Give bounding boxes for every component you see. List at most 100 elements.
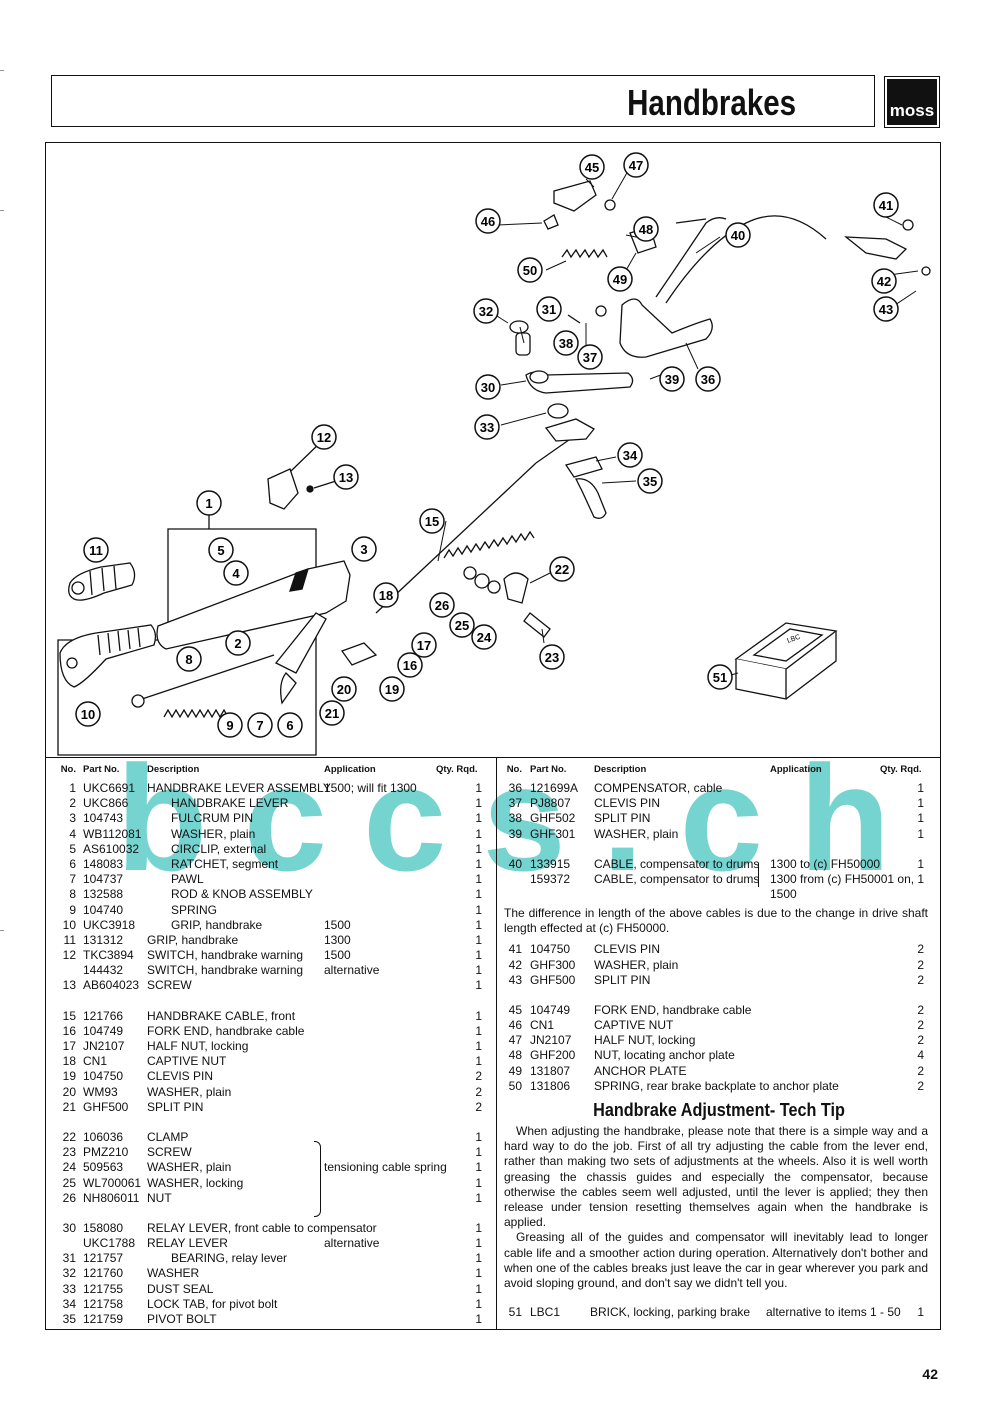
callout-24: 24	[471, 624, 497, 650]
page-number: 42	[922, 1366, 938, 1382]
callout-48: 48	[633, 216, 659, 242]
callout-label: 39	[665, 372, 679, 387]
cell-desc: RELAY LEVER	[147, 1236, 228, 1251]
cell-part: 104743	[83, 811, 124, 826]
cell-part: GHF502	[530, 811, 576, 826]
cell-no: 35	[62, 1312, 76, 1326]
cell-qty: 2	[917, 1063, 924, 1078]
cell-desc: DUST SEAL	[147, 1281, 214, 1296]
cell-desc: FORK END, handbrake cable	[594, 1002, 752, 1017]
screw-23	[523, 612, 551, 638]
cell-app: alternative	[324, 1236, 380, 1251]
cell-part: 131806	[530, 1078, 571, 1093]
cell-part: WM93	[83, 1084, 118, 1099]
header-no: No.	[60, 764, 76, 775]
cell-no: 9	[69, 902, 76, 917]
cell-part: 104740	[83, 902, 124, 917]
header-app: Application	[324, 764, 376, 775]
cell-no: 4	[69, 826, 76, 841]
callout-label: 46	[481, 214, 495, 229]
cell-no: 18	[62, 1054, 76, 1069]
cell-no: 7	[69, 872, 76, 887]
callout-49: 49	[607, 266, 633, 292]
cell-app: tensioning cable spring	[324, 1160, 447, 1175]
cell-no: 17	[62, 1039, 76, 1053]
cell-part: WB112081	[83, 826, 142, 841]
callout-label: 4	[232, 566, 240, 581]
cell-part: NH806011	[83, 1190, 140, 1205]
header-app: Application	[770, 764, 822, 775]
cell-no: 22	[62, 1129, 76, 1144]
main-panel: 45 47 46 48 49 50 40 41 42 43 32 31 38 3…	[45, 142, 941, 1330]
cell-no: 32	[62, 1266, 76, 1281]
cell-part: PJ8807	[530, 796, 571, 811]
cell-qty: 2	[475, 1069, 482, 1084]
header-qty: Qty. Rqd.	[880, 764, 922, 775]
cell-part: 148083	[83, 856, 124, 871]
cell-part: UKC1788	[83, 1236, 136, 1251]
cell-qty: 1	[917, 796, 924, 811]
cell-no: 10	[62, 917, 76, 932]
cell-no: 3	[69, 811, 76, 826]
cell-part: CN1	[530, 1018, 555, 1033]
cell-desc: WASHER, locking	[147, 1175, 244, 1190]
cell-desc: CAPTIVE NUT	[147, 1054, 227, 1069]
cell-desc: SPRING, rear brake backplate to anchor p…	[594, 1078, 839, 1093]
cell-no: 12	[62, 948, 76, 963]
callout-47: 47	[623, 152, 649, 178]
cell-qty: 1	[475, 1039, 482, 1053]
callout-label: 40	[731, 228, 745, 243]
cell-no: 8	[69, 887, 76, 902]
moss-logo-text: moss	[887, 79, 937, 125]
cell-qty: 1	[475, 856, 482, 871]
callout-10: 10	[75, 701, 101, 727]
callout-label: 37	[583, 350, 597, 365]
cell-qty: 1	[475, 1054, 482, 1069]
cell-no: 26	[62, 1190, 76, 1205]
cell-desc: BEARING, relay lever	[171, 1251, 288, 1266]
callouts: 45 47 46 48 49 50 40 41 42 43 32 31 38 3…	[75, 152, 899, 738]
cell-qty: 1	[475, 1236, 482, 1251]
callout-label: 7	[256, 718, 263, 733]
cell-qty: 2	[917, 1078, 924, 1093]
cell-qty: 2	[917, 1018, 924, 1033]
cell-part: 121759	[83, 1312, 124, 1326]
clamp-22	[503, 572, 529, 604]
cell-no: 50	[508, 1078, 522, 1093]
callout-label: 31	[542, 302, 556, 317]
cell-qty: 1	[475, 811, 482, 826]
cell-desc: GRIP, handbrake	[171, 917, 263, 932]
cell-part: WL700061	[83, 1175, 142, 1190]
cell-desc: BRICK, locking, parking brake	[590, 1305, 751, 1320]
callout-label: 15	[425, 514, 439, 529]
row-gap	[504, 842, 934, 857]
cell-part: LBC1	[530, 1305, 561, 1320]
cell-desc: CABLE, compensator to drums	[594, 871, 760, 886]
callout-label: 50	[523, 263, 537, 278]
callout-12: 12	[311, 424, 337, 450]
edge-mark	[0, 930, 4, 931]
header-part: Part No.	[530, 764, 567, 775]
callout-label: 38	[559, 336, 573, 351]
pawl-7	[280, 672, 297, 705]
callout-11: 11	[83, 537, 109, 563]
cell-no: 49	[508, 1063, 522, 1078]
callout-36: 36	[695, 366, 721, 392]
callout-label: 47	[629, 158, 643, 173]
cell-qty: 1	[475, 978, 482, 993]
callout-8: 8	[176, 646, 202, 672]
row-gap	[54, 1115, 486, 1130]
callout-label: 13	[339, 470, 353, 485]
callout-label: 45	[585, 160, 599, 175]
compensator-36	[619, 298, 713, 358]
